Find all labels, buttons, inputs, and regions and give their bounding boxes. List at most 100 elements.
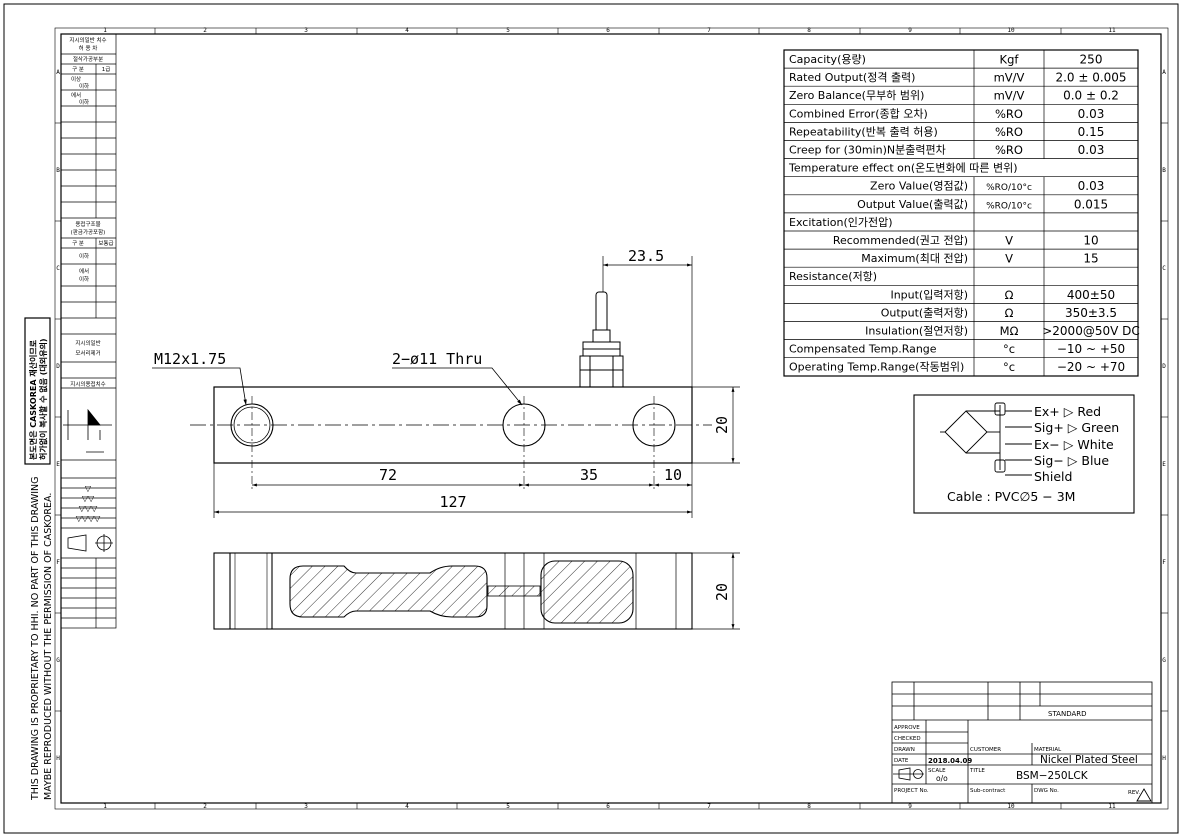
spec-unit: %RO/10°c — [986, 183, 1032, 193]
spec-label: Maximum(최대 전압) — [861, 252, 968, 265]
tolerance-label: 에서 — [71, 91, 81, 99]
spec-value: 0.015 — [1074, 197, 1108, 211]
spec-label: Resistance(저항) — [789, 270, 877, 283]
spec-row: Excitation(인가전압) — [784, 212, 1138, 231]
stamp-text: 허가없이 복사할 수 없음 (대외유의) — [38, 339, 48, 461]
grid-letter: C — [1162, 265, 1166, 272]
spec-label: Excitation(인가전압) — [789, 216, 893, 229]
grid-letter: A — [1162, 69, 1166, 76]
tolerance-label: (판금가공포함) — [71, 228, 106, 236]
grid-number: 11 — [1108, 803, 1116, 810]
zone-frame — [54, 27, 1169, 810]
grid-letter: C — [56, 265, 60, 272]
tb-label: CHECKED — [894, 736, 921, 742]
spec-value: 0.03 — [1078, 179, 1105, 193]
grid-number: 9 — [908, 27, 912, 34]
tolerance-label: 구 분 — [72, 240, 84, 247]
spec-value: 400±50 — [1067, 288, 1115, 302]
surface-finish-icon: ▽ — [85, 484, 92, 493]
spec-unit: Ω — [1005, 306, 1014, 320]
tolerance-label: 지시의일반 치수 — [69, 36, 106, 44]
spec-value: 250 — [1080, 53, 1103, 67]
spec-row: Compensated Temp.Range°c−10 ~ +50 — [784, 339, 1138, 358]
tb-label: REV. — [1128, 790, 1140, 796]
grid-letter: D — [56, 363, 60, 370]
spec-label: Capacity(용량) — [789, 53, 866, 66]
tb-label: TITLE — [969, 768, 985, 774]
spec-unit: %RO/10°c — [986, 201, 1032, 211]
projection-symbol-icon — [67, 534, 113, 552]
wire-label: Sig− ▷ Blue — [1034, 453, 1109, 468]
spec-unit: V — [1005, 252, 1013, 266]
spec-label: Combined Error(종합 오차) — [789, 107, 928, 120]
cable-spec: Cable : PVC∅5 − 3M — [947, 489, 1075, 504]
tolerance-label: 지시의용접치수 — [70, 380, 105, 388]
spec-row: Capacity(용량) Kgf 250 — [789, 50, 1103, 69]
spec-unit: Kgf — [1000, 53, 1020, 67]
grid-number: 3 — [304, 803, 308, 810]
dimension-label: 23.5 — [628, 247, 664, 265]
spec-unit: MΩ — [1000, 324, 1019, 338]
grid-number: 11 — [1108, 27, 1116, 34]
spec-unit: mV/V — [994, 71, 1025, 85]
tb-label: DRAWN — [894, 747, 915, 753]
tolerance-label: 구 분 — [72, 66, 84, 73]
grid-number: 10 — [1007, 27, 1015, 34]
tolerance-label: 이하 — [79, 82, 89, 90]
tb-title: BSM−250LCK — [1016, 770, 1089, 782]
grid-letter: H — [1162, 755, 1166, 762]
tolerance-label: 허 용 차 — [79, 44, 98, 52]
grid-number: 5 — [506, 27, 510, 34]
wire-label: Ex− ▷ White — [1034, 437, 1114, 452]
grid-letter: A — [56, 69, 60, 76]
grid-letter: H — [56, 755, 60, 762]
spec-label: Rated Output(정격 출력) — [789, 71, 915, 84]
wire-label: Shield — [1034, 469, 1072, 484]
proprietary-notice: THIS DRAWING IS PROPRIETARY TO HHI. NO P… — [30, 477, 41, 801]
spec-row: Maximum(최대 전압) V 15 — [784, 248, 1138, 268]
tb-label: CUSTOMER — [970, 747, 1001, 753]
tb-material: Nickel Plated Steel — [1040, 754, 1138, 766]
spec-label: Insulation(절연저항) — [865, 325, 968, 338]
grid-number: 9 — [908, 803, 912, 810]
spec-label: Output Value(출력값) — [857, 198, 968, 211]
surface-finish-icon: ▽▽▽▽ — [76, 514, 101, 523]
spec-unit: °c — [1003, 342, 1015, 356]
pocket-hatched — [540, 560, 634, 624]
grid-letter: B — [1162, 167, 1166, 174]
spec-unit: %RO — [995, 107, 1023, 121]
spec-label: Temperature effect on(온도변화에 따른 변위) — [788, 162, 1018, 175]
spec-row: Insulation(절연저항)MΩ>2000@50V DC — [784, 321, 1140, 340]
spec-label: Zero Balance(무부하 범위) — [789, 88, 924, 102]
dimension-label: 10 — [664, 466, 682, 484]
load-cell-body-side-view — [213, 552, 693, 630]
tb-label: APPROVE — [894, 725, 920, 731]
spec-unit: V — [1005, 234, 1013, 248]
tb-label: DWG No. — [1034, 788, 1059, 794]
grid-number: 8 — [807, 803, 811, 810]
tolerance-label: 보통급 — [98, 240, 113, 247]
hole-callout: 2−ø11 Thru — [392, 350, 482, 368]
spec-row: Temperature effect on(온도변화에 따른 변위) — [784, 158, 1138, 175]
spec-value: 15 — [1083, 252, 1098, 266]
wire-label: Ex+ ▷ Red — [1034, 404, 1101, 419]
grid-letter: G — [56, 657, 60, 664]
spec-label: Operating Temp.Range(작동범위) — [789, 361, 964, 374]
spec-label: Input(입력저항) — [890, 288, 968, 301]
tolerance-label: 이하 — [79, 98, 89, 106]
proprietary-notice: MAYBE REPRODUCED WITHOUT THE PERMISSION … — [43, 493, 54, 800]
spec-label: Recommended(권고 전압) — [833, 234, 968, 247]
thread-callout: M12x1.75 — [154, 350, 226, 368]
grid-letter: G — [1162, 657, 1166, 664]
grid-number: 2 — [203, 27, 207, 34]
tb-label: MATERIAL — [1034, 747, 1062, 753]
projection-symbol-icon — [893, 767, 924, 781]
grid-number: 2 — [203, 803, 207, 810]
